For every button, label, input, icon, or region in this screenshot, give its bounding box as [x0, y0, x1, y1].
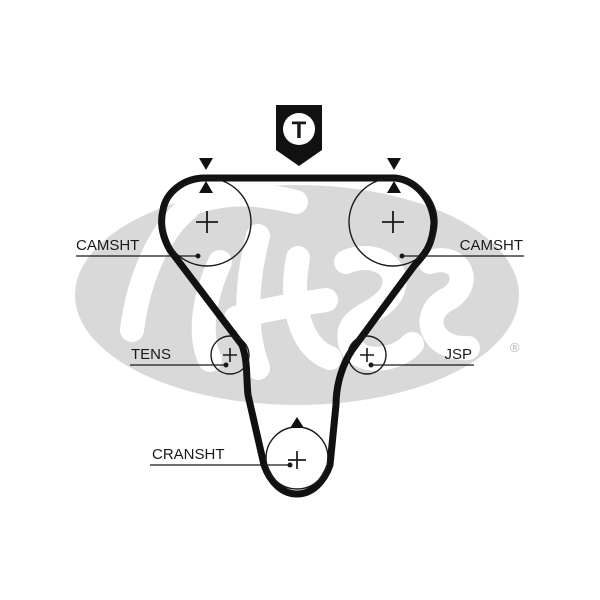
camshaft-pulley-left	[162, 177, 252, 267]
timing-mark-left	[199, 158, 213, 193]
gates-logo-watermark: ®	[75, 182, 520, 405]
jack-shaft-pulley	[347, 335, 387, 375]
leader-lines	[76, 253, 524, 468]
label-tensioner: TENS	[131, 346, 171, 363]
label-jack-shaft: JSP	[444, 346, 472, 363]
label-crankshaft: CRANSHT	[152, 446, 225, 463]
label-camshaft-right: CAMSHT	[460, 237, 523, 254]
tensioner-pulley	[210, 335, 250, 375]
crankshaft-pulley	[265, 426, 329, 490]
timing-mark-right	[387, 158, 401, 193]
registered-mark: ®	[510, 340, 520, 355]
label-camshaft-left: CAMSHT	[76, 237, 139, 254]
camshaft-pulley-right	[348, 177, 438, 267]
top-marker: T	[276, 105, 322, 166]
timing-mark-crank	[290, 417, 304, 428]
timing-belt	[158, 174, 438, 498]
top-marker-letter: T	[292, 117, 307, 144]
